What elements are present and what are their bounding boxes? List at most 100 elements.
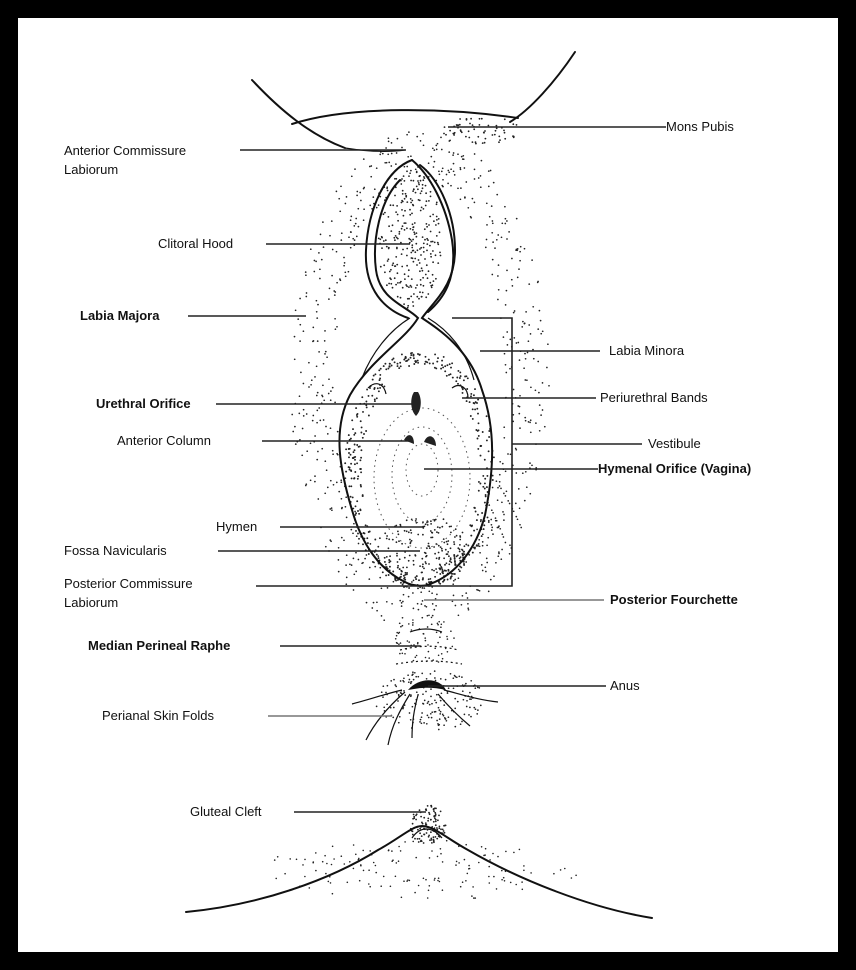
stipple-dot <box>482 475 484 477</box>
stipple-dot <box>442 366 444 368</box>
stipple-dot <box>369 850 371 852</box>
stipple-dot <box>478 177 480 179</box>
stipple-dot <box>395 638 397 640</box>
stipple-dot <box>378 369 380 371</box>
stipple-dot <box>459 118 461 120</box>
stipple-dot <box>466 700 468 702</box>
stipple-dot <box>311 379 313 381</box>
stipple-dot <box>442 179 444 181</box>
stipple-dot <box>403 303 405 305</box>
stipple-dot <box>316 365 318 367</box>
stipple-dot <box>433 810 435 812</box>
stipple-dot <box>526 379 528 381</box>
stipple-dot <box>484 502 486 504</box>
stipple-dot <box>498 527 500 529</box>
stipple-dot <box>414 233 416 235</box>
stipple-dot <box>386 535 388 537</box>
stipple-dot <box>465 683 467 685</box>
stipple-dot <box>436 149 438 151</box>
stipple-dot <box>414 360 416 362</box>
stipple-dot <box>464 197 466 199</box>
stipple-dot <box>289 858 291 860</box>
stipple-dot <box>361 426 363 428</box>
stipple-dot <box>364 558 366 560</box>
stipple-dot <box>365 401 367 403</box>
stipple-dot <box>453 595 455 597</box>
stipple-dot <box>399 653 401 655</box>
stipple-dot <box>432 603 434 605</box>
stipple-dot <box>531 259 533 261</box>
stipple-dot <box>473 394 475 396</box>
stipple-dot <box>440 546 442 548</box>
stipple-dot <box>453 541 455 543</box>
stipple-dot <box>542 382 544 384</box>
stipple-dot <box>308 386 310 388</box>
stipple-dot <box>416 264 418 266</box>
stipple-dot <box>410 202 412 204</box>
stipple-dot <box>412 301 414 303</box>
stipple-dot <box>435 224 437 226</box>
stipple-dot <box>344 271 346 273</box>
stipple-dot <box>401 253 403 255</box>
stipple-dot <box>425 879 427 881</box>
stipple-dot <box>355 571 357 573</box>
stipple-dot <box>326 356 328 358</box>
stipple-dot <box>522 472 524 474</box>
stipple-dot <box>299 395 301 397</box>
stipple-dot <box>431 850 433 852</box>
stipple-dot <box>472 408 474 410</box>
stipple-dot <box>486 439 488 441</box>
stipple-dot <box>312 415 314 417</box>
stipple-dot <box>440 811 442 813</box>
stipple-dot <box>428 162 430 164</box>
stipple-dot <box>353 523 355 525</box>
stipple-dot <box>416 284 418 286</box>
stipple-dot <box>419 809 421 811</box>
stipple-dot <box>437 242 439 244</box>
stipple-dot <box>419 832 421 834</box>
stipple-dot <box>473 128 475 130</box>
stipple-dot <box>413 261 415 263</box>
stipple-dot <box>438 877 440 879</box>
stipple-dot <box>544 426 546 428</box>
stipple-dot <box>401 228 403 230</box>
stipple-dot <box>464 553 466 555</box>
stipple-dot <box>374 373 376 375</box>
stipple-dot <box>440 711 442 713</box>
stipple-dot <box>497 299 499 301</box>
stipple-dot <box>483 528 485 530</box>
stipple-dot <box>434 529 436 531</box>
stipple-dot <box>411 581 413 583</box>
stipple-dot <box>459 544 461 546</box>
stipple-dot <box>408 359 410 361</box>
stipple-dot <box>351 477 353 479</box>
stipple-dot <box>361 396 363 398</box>
stipple-dot <box>294 336 296 338</box>
stipple-dot <box>467 377 469 379</box>
stipple-dot <box>519 406 521 408</box>
stipple-dot <box>412 204 414 206</box>
stipple-dot <box>427 818 429 820</box>
anatomy-outline <box>186 52 652 918</box>
stipple-dot <box>524 323 526 325</box>
label-labia-majora: Labia Majora <box>80 308 160 323</box>
stipple-dot <box>519 359 521 361</box>
stipple-dot <box>470 535 472 537</box>
stipple-dot <box>505 495 507 497</box>
stipple-dot <box>525 420 527 422</box>
stipple-dot <box>404 577 406 579</box>
stipple-dot <box>418 184 420 186</box>
stipple-dot <box>368 883 370 885</box>
stipple-dot <box>344 262 346 264</box>
stipple-dot <box>528 324 530 326</box>
stipple-dot <box>423 817 425 819</box>
stipple-dot <box>305 296 307 298</box>
stipple-dot <box>417 676 419 678</box>
stipple-dot <box>404 653 406 655</box>
stipple-dot <box>399 362 401 364</box>
stipple-dot <box>474 408 476 410</box>
stipple-dot <box>412 671 414 673</box>
stipple-dot <box>430 688 432 690</box>
stipple-dot <box>530 872 532 874</box>
stipple-dot <box>408 365 410 367</box>
